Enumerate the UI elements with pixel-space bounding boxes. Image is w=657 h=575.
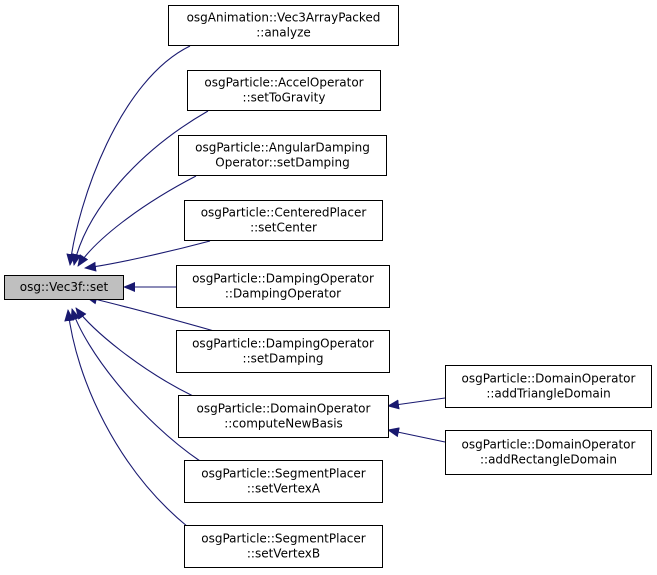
node-box — [176, 330, 390, 373]
node-label-line: Operator::setDamping — [215, 156, 349, 170]
nodes: osg::Vec3f::set osgAnimation::Vec3ArrayPa… — [4, 5, 652, 568]
node-label-line: osgParticle::CenteredPlacer — [201, 206, 367, 220]
node-angular[interactable]: osgParticle::AngularDampingOperator::set… — [178, 135, 387, 176]
node-label-line: ::setVertexB — [247, 547, 320, 561]
edge-accel-to-root — [71, 110, 209, 266]
node-box — [445, 365, 652, 408]
node-add-rectangle[interactable]: osgParticle::DomainOperator::addRectangl… — [445, 430, 652, 475]
node-box — [184, 200, 383, 241]
edge-vertex-b-to-root — [64, 309, 189, 528]
edge-vertex-a-to-root — [70, 308, 201, 462]
node-label-line: ::addTriangleDomain — [486, 387, 610, 401]
node-add-triangle[interactable]: osgParticle::DomainOperator::addTriangle… — [445, 365, 652, 408]
node-label-line: ::setDamping — [243, 352, 324, 366]
edge-add-triangle-to-compute-basis — [387, 397, 446, 410]
node-root[interactable]: osg::Vec3f::set — [4, 275, 124, 300]
node-box — [168, 5, 399, 46]
node-label-line: osgParticle::DomainOperator — [462, 372, 636, 386]
node-label-line: ::setToGravity — [243, 91, 326, 105]
node-box — [187, 70, 381, 111]
node-vec3array[interactable]: osgAnimation::Vec3ArrayPacked::analyze — [168, 5, 399, 46]
node-label-line: ::computeNewBasis — [224, 417, 343, 431]
node-label-line: osgParticle::SegmentPlacer — [201, 467, 366, 481]
edge-angular-to-root — [77, 175, 197, 267]
node-box — [178, 395, 389, 438]
node-damping-set[interactable]: osgParticle::DampingOperator::setDamping — [176, 330, 390, 373]
node-label-line: ::addRectangleDomain — [480, 453, 617, 467]
node-damping-ctor[interactable]: osgParticle::DampingOperator::DampingOpe… — [176, 265, 390, 308]
node-accel[interactable]: osgParticle::AccelOperator::setToGravity — [187, 70, 381, 111]
node-label-line: ::analyze — [256, 26, 311, 40]
node-label-line: osgParticle::DampingOperator — [192, 272, 374, 286]
node-label-line: osgParticle::SegmentPlacer — [201, 532, 366, 546]
node-box — [4, 275, 124, 300]
node-centered[interactable]: osgParticle::CenteredPlacer::setCenter — [184, 200, 383, 241]
node-label-line: osgParticle::DampingOperator — [192, 337, 374, 351]
node-label-line: osgParticle::DomainOperator — [197, 402, 371, 416]
node-vertex-b[interactable]: osgParticle::SegmentPlacer::setVertexB — [184, 525, 383, 568]
node-box — [445, 430, 652, 475]
node-label-line: osgAnimation::Vec3ArrayPacked — [187, 11, 381, 25]
node-label-line: ::DampingOperator — [225, 287, 341, 301]
edge-compute-basis-to-root — [75, 307, 194, 397]
node-box — [184, 460, 383, 503]
node-label-line: ::setCenter — [250, 221, 317, 235]
node-compute-basis[interactable]: osgParticle::DomainOperator::computeNewB… — [178, 395, 389, 438]
edges — [64, 45, 446, 528]
node-label-line: osgParticle::AccelOperator — [204, 76, 363, 90]
node-label-line: osgParticle::DomainOperator — [462, 438, 636, 452]
node-box — [178, 135, 387, 176]
node-vertex-a[interactable]: osgParticle::SegmentPlacer::setVertexA — [184, 460, 383, 503]
edge-centered-to-root — [84, 240, 211, 272]
edge-vec3array-to-root — [66, 45, 191, 266]
node-box — [176, 265, 390, 308]
node-label-line: ::setVertexA — [247, 482, 321, 496]
edge-add-rectangle-to-compute-basis — [387, 427, 446, 443]
node-box — [184, 525, 383, 568]
node-label-line: osg::Vec3f::set — [20, 280, 109, 294]
node-label-line: osgParticle::AngularDamping — [195, 141, 370, 155]
